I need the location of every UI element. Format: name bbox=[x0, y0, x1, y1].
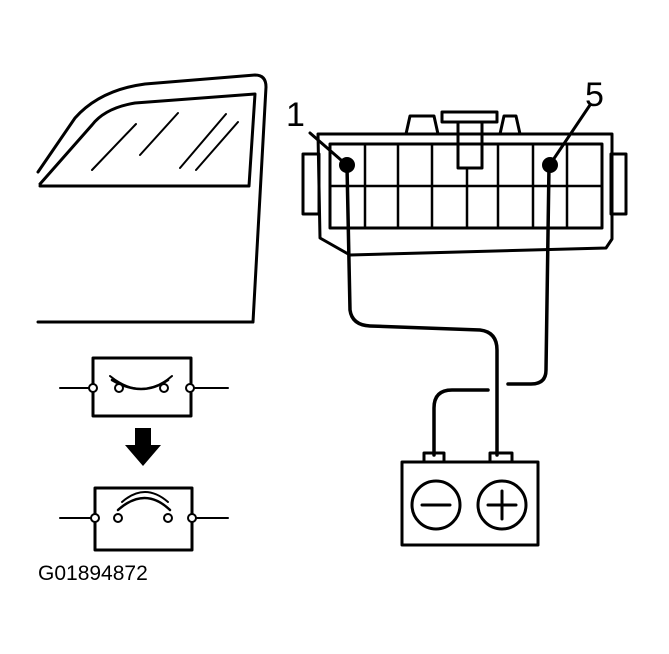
pin-1-marker bbox=[339, 157, 355, 173]
connector bbox=[301, 110, 628, 257]
wire-to-battery-negative bbox=[432, 388, 490, 457]
connector-body bbox=[316, 132, 614, 257]
door-window-inner bbox=[38, 92, 257, 188]
figure-code: G01894872 bbox=[38, 562, 148, 585]
arrow-down-icon bbox=[125, 428, 161, 466]
wire-from-pin-5 bbox=[506, 164, 551, 386]
connector-side-left bbox=[301, 152, 321, 216]
pin-5-marker bbox=[542, 157, 558, 173]
door-window-frame bbox=[36, 73, 268, 324]
battery-terminal-positive bbox=[488, 451, 514, 464]
plus-icon bbox=[476, 479, 528, 531]
battery-case bbox=[400, 460, 540, 547]
pin-5-label: 5 bbox=[585, 76, 604, 114]
pin-5-leader bbox=[551, 103, 592, 162]
switch-state-after bbox=[59, 486, 229, 552]
minus-icon bbox=[410, 479, 462, 531]
switch-after-contact bbox=[116, 496, 172, 512]
window-glare-lines bbox=[91, 112, 239, 171]
battery bbox=[400, 451, 540, 547]
connector-side-right bbox=[609, 152, 628, 216]
connector-cavity-grid bbox=[328, 142, 604, 230]
switch-before-box bbox=[91, 356, 193, 418]
wire-from-pin-1 bbox=[345, 164, 499, 457]
car-door-illustration bbox=[36, 73, 268, 324]
battery-terminal-negative bbox=[422, 451, 446, 464]
switch-state-before bbox=[59, 356, 229, 418]
pin-1-label: 1 bbox=[286, 96, 305, 134]
pin-1-leader bbox=[308, 131, 343, 162]
